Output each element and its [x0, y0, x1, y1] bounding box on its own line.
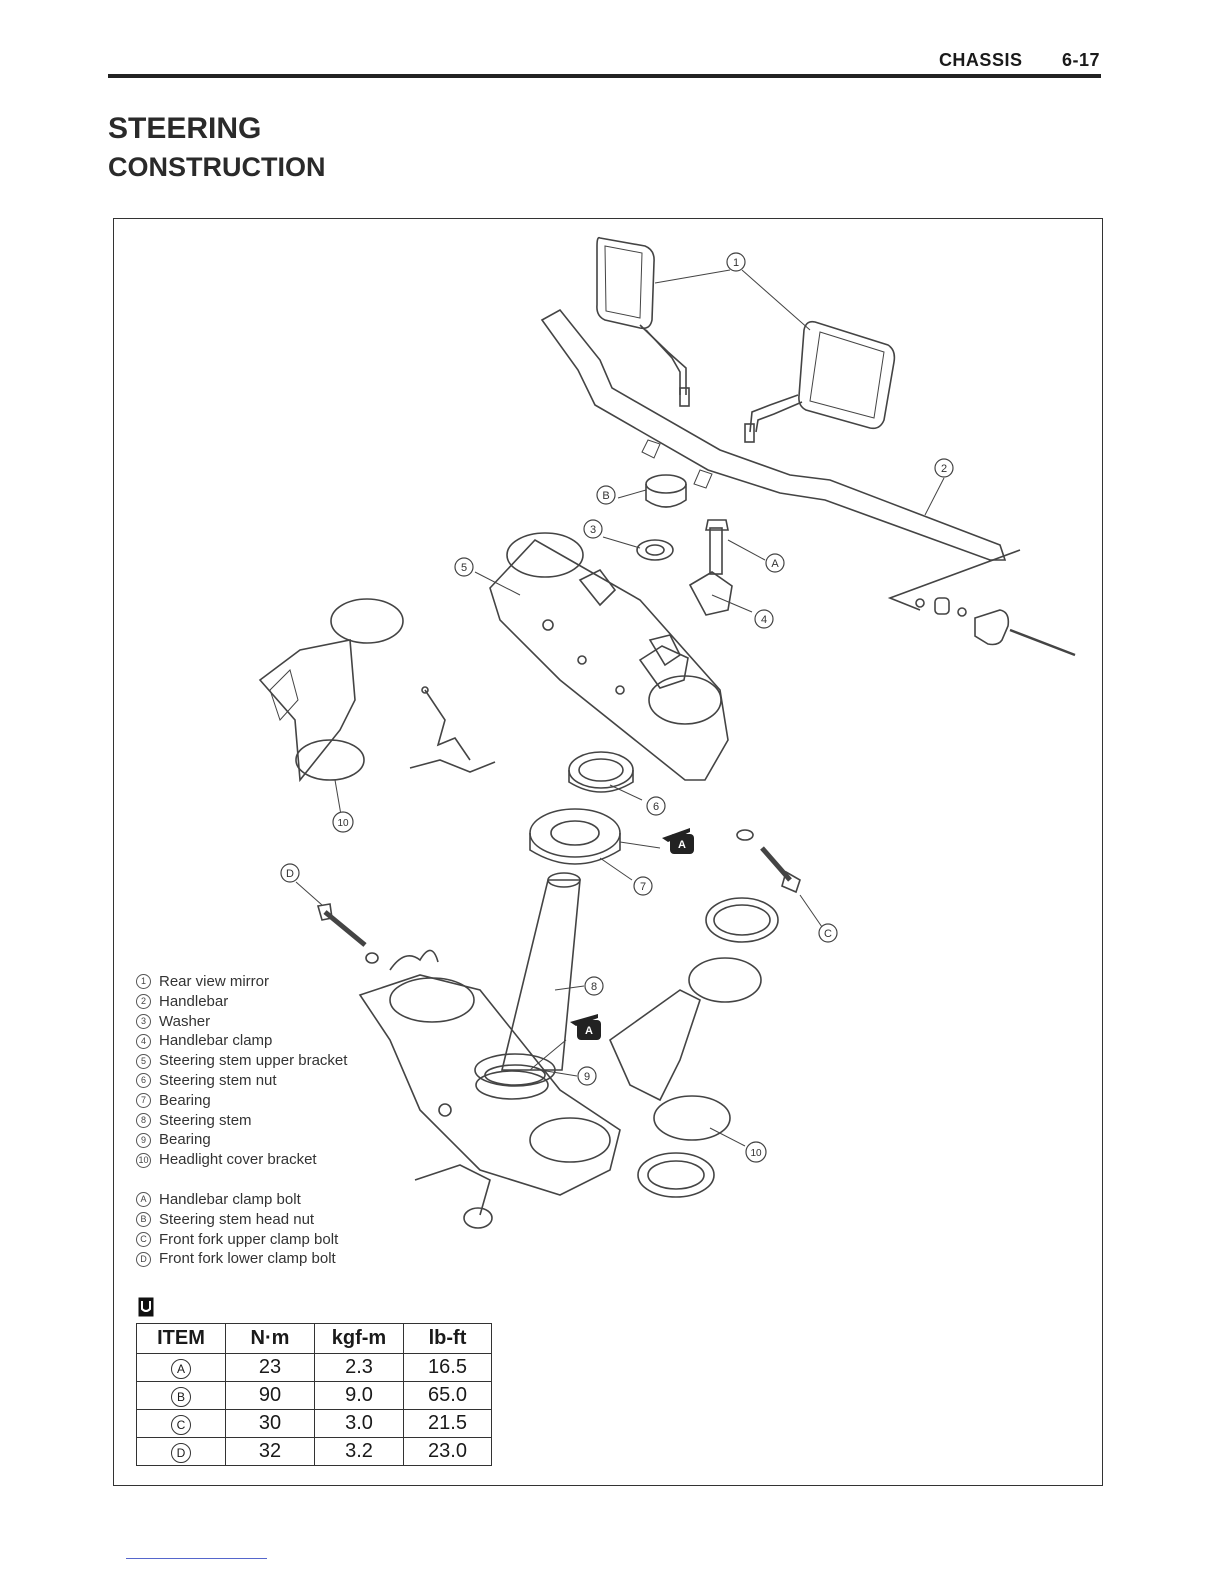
upper-bearing	[529, 808, 621, 865]
table-row: C 30 3.0 21.5	[136, 1409, 492, 1438]
item-letter: D	[171, 1443, 191, 1463]
callout-3: 3	[590, 524, 596, 536]
grease-symbol-letters: A A	[585, 839, 686, 1037]
callout-4: 4	[761, 614, 767, 626]
leader-lines	[295, 269, 945, 1147]
callout-A: A	[771, 558, 779, 570]
header-section: CHASSIS	[938, 50, 1023, 70]
col-nm: N·m	[225, 1323, 315, 1354]
grease-symbols	[570, 828, 694, 1040]
callout-numbers: 1 2 3 4 5 6 7 8 9 10 10 A B C D	[286, 257, 947, 1159]
item-letter: B	[171, 1387, 191, 1407]
callout-7: 7	[640, 881, 646, 893]
item-letter: A	[171, 1359, 191, 1379]
callout-8: 8	[591, 981, 597, 993]
item-letter: C	[171, 1415, 191, 1435]
steering-stem-head-nut	[645, 474, 687, 508]
torque-table: ITEM N·m kgf-m lb-ft A 23 2.3 16.5 B 90 …	[136, 1323, 492, 1466]
page-header: CHASSIS 6-17	[108, 46, 1100, 76]
table-row: B 90 9.0 65.0	[136, 1381, 492, 1410]
callout-B: B	[602, 490, 609, 502]
handlebar-clamp	[638, 571, 733, 689]
footer-rule	[126, 1558, 267, 1559]
grease-letter-upper: A	[678, 839, 686, 851]
callout-6: 6	[653, 801, 659, 813]
handlebar-end-parts	[915, 597, 1076, 657]
table-row: A 23 2.3 16.5	[136, 1353, 492, 1382]
diagram-frame	[113, 218, 1103, 1486]
handlebar	[540, 308, 1021, 611]
page-number: 6-17	[1061, 50, 1100, 70]
mirror-right	[744, 320, 896, 443]
col-kgfm: kgf-m	[314, 1323, 404, 1354]
section-title: STEERING	[108, 112, 262, 145]
table-header-row: ITEM N·m kgf-m lb-ft	[136, 1323, 492, 1354]
header-text: CHASSIS 6-17	[939, 50, 1100, 71]
lower-bracket	[358, 974, 621, 1196]
callout-9: 9	[584, 1071, 590, 1083]
torque-wrench-icon	[138, 1297, 154, 1317]
fork-upper-clamp-bolt	[736, 829, 801, 894]
col-lbft: lb-ft	[403, 1323, 492, 1354]
headlight-bracket-left	[258, 598, 404, 783]
callout-D: D	[286, 868, 294, 880]
mirror-left	[596, 236, 690, 407]
col-item: ITEM	[136, 1323, 226, 1354]
upper-bracket	[489, 532, 729, 781]
grease-letter-lower: A	[585, 1025, 593, 1037]
callout-circles	[280, 252, 954, 1163]
lower-bearing-ring	[475, 1070, 549, 1100]
table-row: D 32 3.2 23.0	[136, 1437, 492, 1466]
headlight-bracket-right	[609, 897, 779, 1198]
callout-10-left: 10	[337, 818, 349, 829]
steering-stem-nut	[568, 751, 634, 793]
handlebar-clamp-bolt	[705, 519, 729, 575]
callout-2: 2	[941, 463, 947, 475]
header-rule	[108, 74, 1101, 78]
section-subtitle: CONSTRUCTION	[108, 152, 326, 182]
wiring-clamp	[409, 686, 496, 773]
cable-guide	[414, 1164, 493, 1229]
callout-5: 5	[461, 562, 467, 574]
steering-stem	[474, 872, 581, 1087]
washer	[636, 539, 674, 561]
callout-1: 1	[733, 257, 739, 269]
callout-C: C	[824, 928, 832, 940]
fork-lower-clamp-bolt	[316, 903, 439, 971]
callout-10-right: 10	[750, 1148, 762, 1159]
